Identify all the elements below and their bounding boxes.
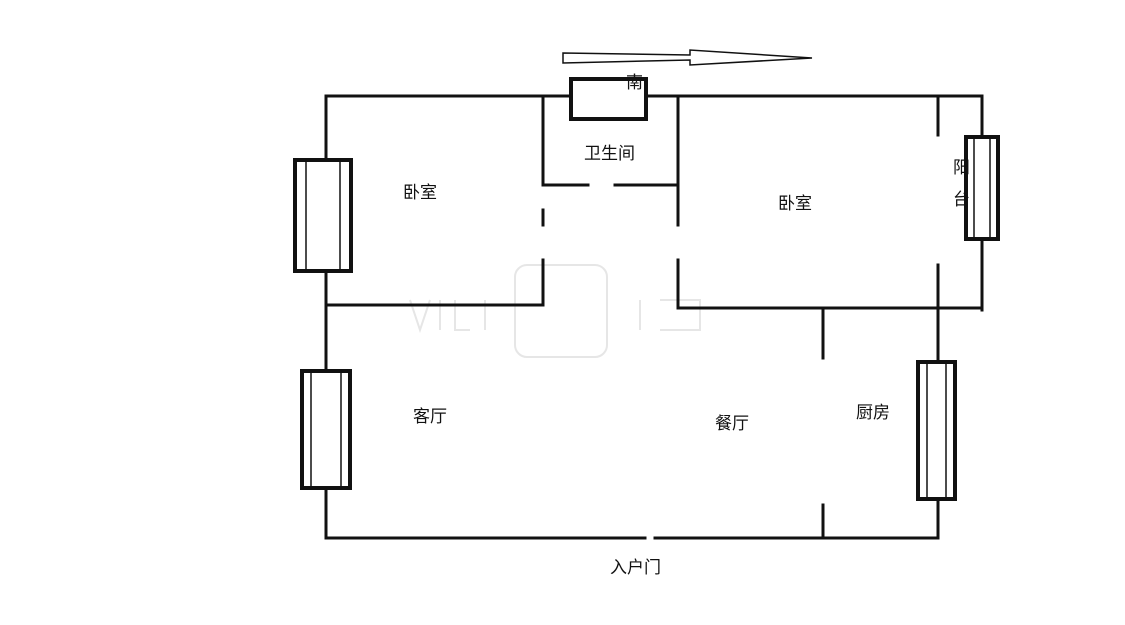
room-label-bedroom-right: 卧室 — [778, 194, 812, 214]
room-label-kitchen: 厨房 — [856, 403, 890, 423]
window-kitchen — [916, 360, 957, 501]
compass-arrow-icon — [562, 49, 813, 66]
window-balcony — [964, 135, 1000, 241]
room-label-living-room: 客厅 — [413, 407, 447, 427]
watermark-logo — [409, 264, 701, 358]
window-living-room — [300, 369, 352, 490]
window-bathroom — [569, 77, 648, 121]
room-label-balcony: 阳 台 — [953, 158, 975, 210]
room-label-bathroom: 卫生间 — [584, 144, 635, 164]
room-label-bedroom-left: 卧室 — [403, 183, 437, 203]
window-bedroom-left — [293, 158, 353, 273]
compass-label: 南 — [626, 73, 643, 93]
room-label-dining-room: 餐厅 — [715, 414, 749, 434]
entrance-door-label: 入户门 — [610, 558, 661, 578]
